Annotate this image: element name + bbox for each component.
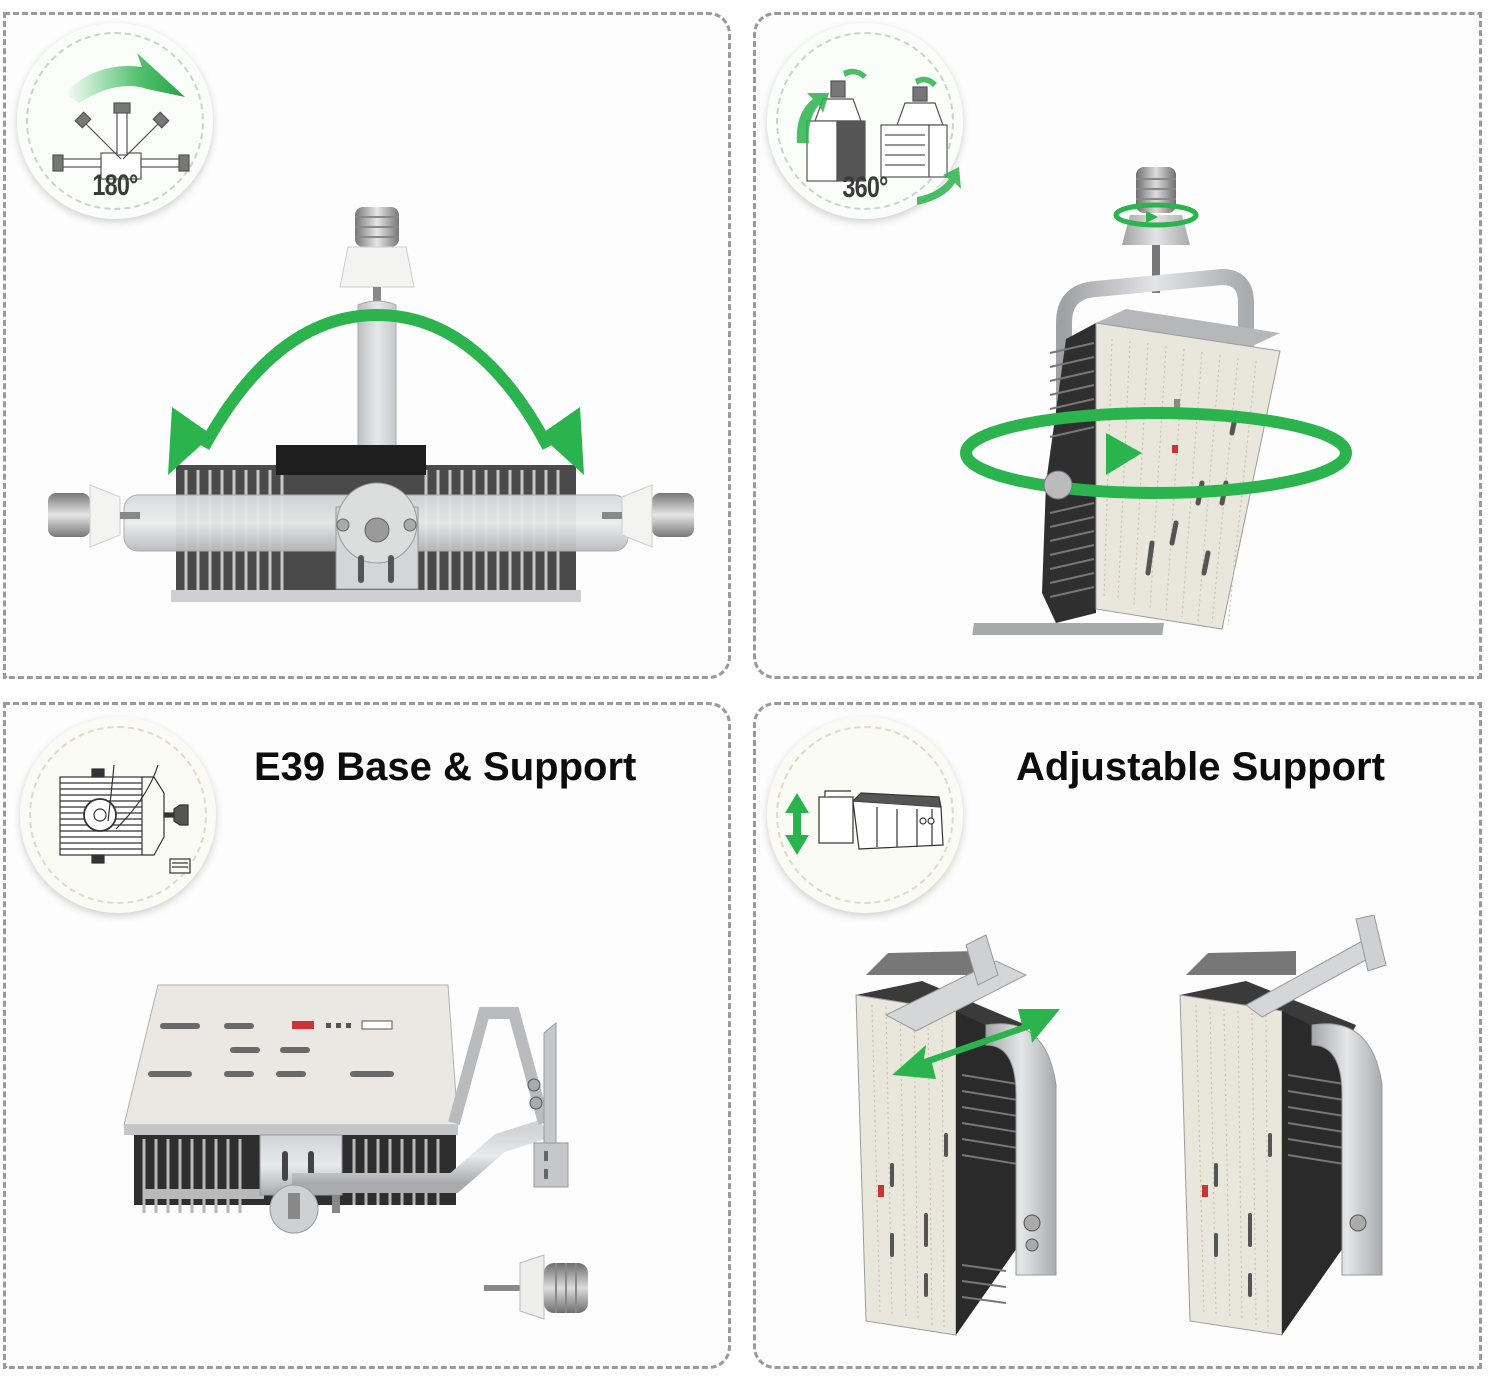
vertical-adjust-arrow-icon: [785, 793, 809, 855]
panel-title: Adjustable Support: [1016, 745, 1385, 789]
rotation-angle-label: 180°: [92, 169, 138, 202]
product-e39-illustration: [123, 984, 588, 1320]
adjustable-support-diagram-icon: [785, 790, 944, 855]
panel-180-rotation: 180°: [3, 12, 731, 679]
rotation-180-arrow-icon: [168, 308, 584, 475]
e39-base-part: [484, 1254, 588, 1320]
rotation-180-badge: 180°: [17, 23, 213, 219]
product-360-illustration: [960, 167, 1352, 635]
rotate-180-diagram-icon: [52, 53, 190, 180]
product-180-illustration: [48, 207, 694, 602]
right-e39-base: [602, 484, 694, 548]
adjustable-support-badge: [767, 717, 963, 913]
left-e39-base: [48, 484, 140, 548]
horizontal-adjust-arrow-icon: [892, 1009, 1060, 1079]
rotation-angle-label: 360°: [842, 171, 888, 204]
panel-e39-base-support: E39 Base & Support: [3, 702, 731, 1369]
rotation-360-arrow-icon: [960, 202, 1352, 499]
panel-360-rotation: 360°: [753, 12, 1482, 679]
top-e39-base: [339, 207, 415, 311]
rotation-360-badge: 360°: [767, 23, 963, 219]
fixture-retracted: [855, 934, 1057, 1336]
panel-title: E39 Base & Support: [254, 745, 637, 789]
panel-adjustable-support: Adjustable Support: [753, 702, 1482, 1369]
e39-base-badge: [20, 717, 216, 913]
fixture-extended: [1179, 915, 1387, 1336]
base-support-diagram-icon: [59, 764, 191, 874]
product-adjustable-illustration: [855, 915, 1387, 1336]
rotate-360-diagram-icon: [796, 68, 961, 205]
